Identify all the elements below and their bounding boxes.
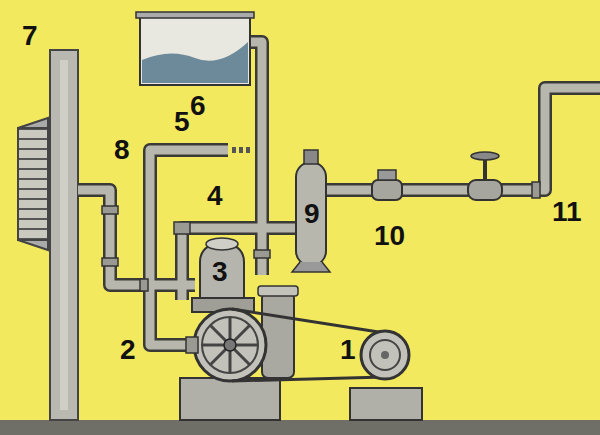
inlet-flange [186, 337, 198, 353]
flywheel-spokes [202, 317, 258, 373]
electric-motor [361, 331, 409, 379]
flywheel [194, 309, 266, 381]
callout-number: 8 [112, 136, 132, 164]
valve-handwheel [471, 152, 499, 160]
motor-stand [350, 388, 422, 420]
vessel-valve [304, 150, 318, 164]
water [142, 42, 248, 83]
motor-shaft [381, 351, 389, 359]
callout-number: 10 [372, 222, 407, 250]
pipe [78, 42, 600, 420]
water-tank [140, 15, 250, 85]
check-valve-cap [378, 170, 396, 180]
vessel-feet [292, 262, 330, 272]
motor-pulley [370, 340, 400, 370]
callout-number: 9 [302, 200, 322, 228]
floor [0, 420, 600, 435]
flywheel-hub [224, 339, 236, 351]
pipe-outline [78, 42, 600, 420]
callout-number: 1 [338, 336, 358, 364]
check-valve [372, 180, 402, 200]
callout-number: 3 [210, 258, 230, 286]
callout-number: 6 [188, 92, 208, 120]
callout-number: 11 [550, 198, 584, 226]
radiator [18, 128, 48, 240]
tank-rim [136, 12, 254, 18]
air-vessel [296, 162, 326, 266]
drive-belt [232, 309, 385, 333]
valve-stem [483, 158, 487, 180]
drive-belt [232, 377, 385, 381]
callout-number: 5 [172, 108, 192, 136]
radiator-base [18, 240, 48, 250]
flywheel-rim [202, 317, 258, 373]
pump-base [180, 378, 280, 420]
callout-number: 2 [118, 336, 138, 364]
pump-cylinder [262, 292, 294, 378]
cylinder-cap [258, 286, 298, 296]
callout-number: 7 [20, 22, 40, 50]
wall-groove [60, 60, 68, 410]
pipe-outlet [232, 147, 250, 153]
callout-number: 4 [205, 182, 225, 210]
wall [50, 50, 78, 420]
gate-valve [468, 180, 502, 200]
pump-dome [206, 238, 238, 250]
radiator-hood [18, 118, 48, 128]
